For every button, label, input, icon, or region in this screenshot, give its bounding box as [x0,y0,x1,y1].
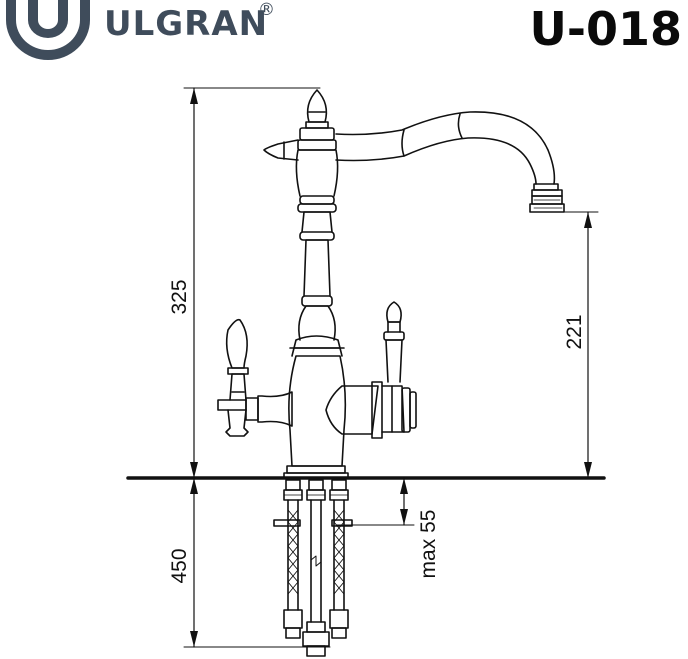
left-handle [217,318,293,437]
dimension-450 [183,477,331,648]
right-handle [325,301,417,439]
fixing-plate-left [273,519,301,527]
registered-mark: ® [258,0,275,20]
dimension-221-label: 221 [563,314,586,349]
fixing-plate-right [331,519,353,527]
dimension-221 [561,211,599,479]
faucet-body [263,89,349,479]
hose-middle [302,479,330,657]
brand-name: ULGRAN [104,4,269,44]
dimension-max55 [335,477,415,526]
supply-hoses [273,479,353,657]
dimension-max55-label: max 55 [417,510,440,579]
dimension-325-label: 325 [168,279,191,314]
spout [335,111,565,213]
hose-right [329,479,349,639]
hose-left [283,479,303,639]
dimension-450-label: 450 [168,548,191,583]
ulgran-u-logo-icon [6,0,90,60]
model-code: U-018 [529,2,682,56]
dimension-325 [183,87,321,479]
